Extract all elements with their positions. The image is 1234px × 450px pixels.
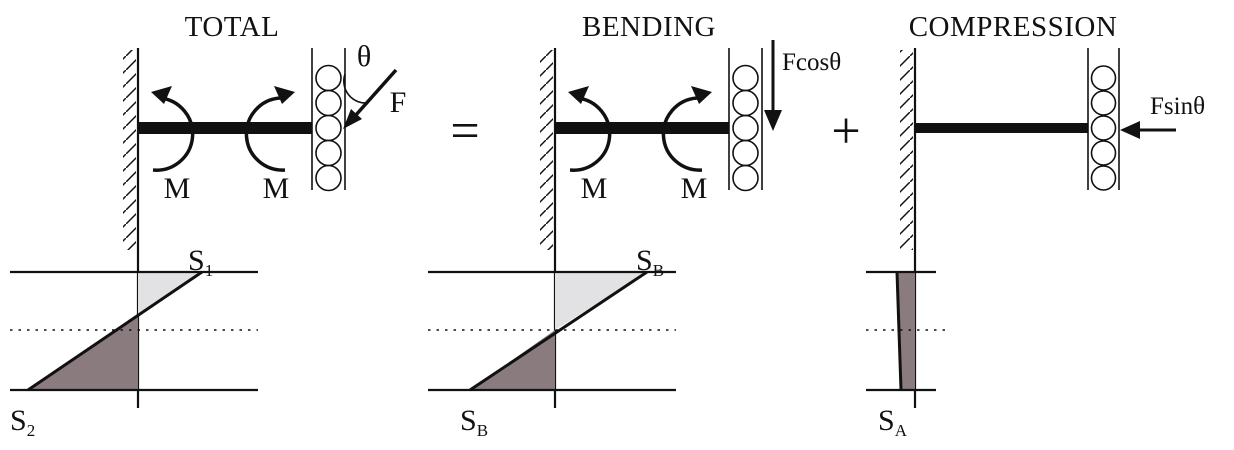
title-total: TOTAL xyxy=(185,11,280,43)
compression-force-label: Fsinθ xyxy=(1150,93,1205,120)
plus-sign: + xyxy=(831,103,860,160)
bending-stress-distribution xyxy=(428,270,676,392)
bending-force-arrow xyxy=(764,40,782,131)
total-moment-label-right: M xyxy=(263,172,290,205)
total-panel: M M θ F S1 S2 xyxy=(10,40,406,440)
bending-roller-support xyxy=(728,48,763,192)
total-stress-line xyxy=(27,270,203,392)
compression-panel: Fsinθ SA xyxy=(866,48,1205,440)
force-label: F xyxy=(390,86,407,119)
compression-force-arrow xyxy=(1120,121,1176,139)
stress-label-sa: SA xyxy=(878,404,908,440)
stress-label-s1: S1 xyxy=(188,244,213,280)
compression-roller-support xyxy=(1087,48,1120,191)
total-force-arrow xyxy=(343,68,398,129)
bending-moment-label-left: M xyxy=(581,172,608,205)
bending-right-moment-arrow xyxy=(661,86,712,172)
compression-stress-line xyxy=(895,271,903,391)
stress-label-sb-bottom: SB xyxy=(460,404,488,440)
title-compression: COMPRESSION xyxy=(909,11,1118,43)
total-stress-distribution xyxy=(10,270,258,392)
equals-sign: = xyxy=(450,103,479,160)
total-left-moment-arrow xyxy=(151,86,195,172)
bending-moment-label-right: M xyxy=(681,172,708,205)
angle-label: θ xyxy=(357,40,371,73)
bending-stress-line xyxy=(469,270,648,392)
total-right-moment-arrow xyxy=(244,86,295,172)
bending-left-moment-arrow xyxy=(568,86,612,172)
angle-arc xyxy=(343,73,369,104)
title-bending: BENDING xyxy=(582,11,716,43)
total-moment-label-left: M xyxy=(164,172,191,205)
stress-label-sb-top: SB xyxy=(636,244,664,280)
bending-force-label: Fcosθ xyxy=(782,49,841,76)
bending-panel: M M Fcosθ SB SB xyxy=(428,40,841,440)
stress-label-s2: S2 xyxy=(10,404,35,440)
total-roller-support xyxy=(311,48,346,192)
compression-stress-distribution xyxy=(866,270,946,392)
